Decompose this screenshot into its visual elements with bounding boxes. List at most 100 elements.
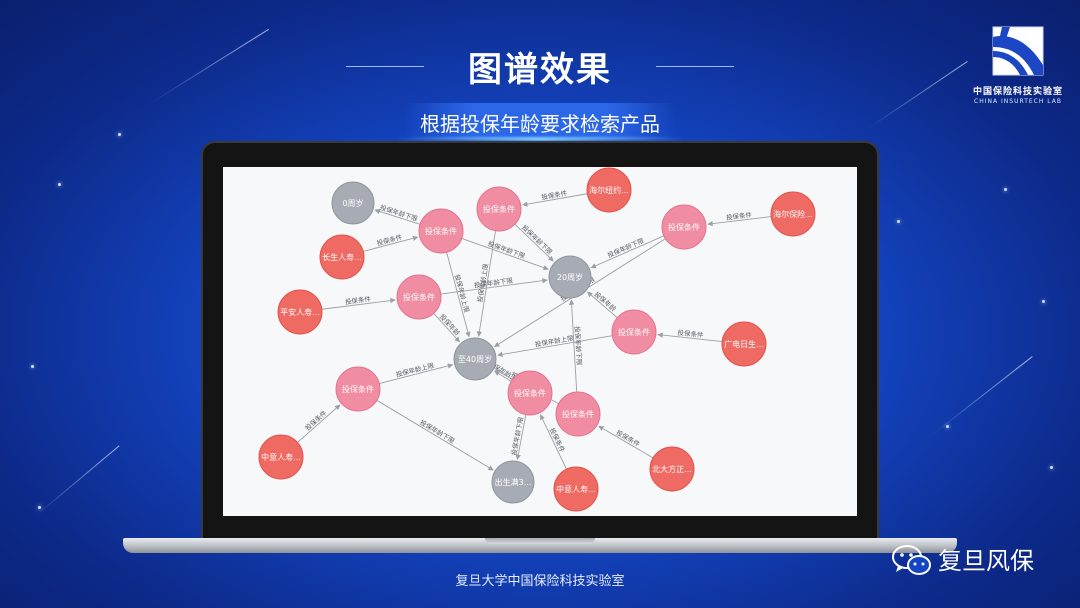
graph-edge[interactable] [363,235,419,252]
edge-label: 投保年龄上限 [453,273,472,313]
node-label: 广电日生... [724,339,764,349]
node-label: 海尔纽约... [589,185,629,195]
condition-node[interactable]: 投保条件 [555,391,601,437]
condition-node[interactable]: 投保条件 [476,186,522,232]
graph-edge[interactable] [461,237,549,271]
product-node[interactable]: 中意人寿... [553,466,599,512]
graph-edge[interactable] [590,235,665,269]
product-node[interactable]: 海尔纽约... [586,167,632,213]
graph-edge[interactable] [376,399,494,471]
node-circle[interactable] [418,208,464,254]
age-node[interactable]: 至40周岁 [453,337,497,381]
node-circle[interactable] [453,337,497,381]
node-circle[interactable] [553,466,599,512]
node-circle[interactable] [396,274,442,320]
lab-logo-icon [992,26,1044,76]
edge-label: 投保年龄 [593,290,619,314]
laptop-base [123,538,957,553]
edge-label: 投保年龄 [438,312,462,338]
star [1050,466,1053,469]
graph-edge[interactable] [598,425,654,459]
knowledge-graph[interactable]: 投保条件投保年龄下限投保年龄上限投保条件投保年龄下限投保年龄上限投保条件投保年龄… [223,167,857,516]
graph-edge[interactable] [568,299,578,393]
node-circle[interactable] [507,370,553,416]
edge-label: 投保年龄下限 [509,416,525,456]
wechat-icon [892,545,931,575]
edge-label: 投保条件 [541,188,569,201]
condition-node[interactable]: 投保条件 [661,204,707,250]
title-decor-left [346,66,424,67]
node-label: 中意人寿... [261,452,301,462]
edge-label: 投保年龄下限 [379,203,419,224]
node-circle[interactable] [476,186,522,232]
edge-label: 投保条件 [726,210,753,222]
node-circle[interactable] [649,446,695,492]
node-circle[interactable] [258,434,304,480]
graph-edge[interactable] [379,363,454,384]
age-node[interactable]: 出生满3... [491,460,535,504]
node-circle[interactable] [335,366,381,412]
graph-edge[interactable] [539,414,567,470]
node-label: 投保条件 [668,222,700,232]
graph-edge[interactable] [515,414,527,460]
product-node[interactable]: 中意人寿... [258,434,304,480]
graph-edge[interactable] [514,223,554,262]
age-node[interactable]: 20周岁 [548,255,592,299]
product-node[interactable]: 平安人寿... [277,289,323,335]
node-circle[interactable] [770,191,816,237]
graph-screen: 投保条件投保年龄下限投保年龄上限投保条件投保年龄下限投保年龄上限投保条件投保年龄… [223,167,857,516]
star [31,365,34,368]
page-subtitle: 根据投保年龄要求检索产品 [420,112,660,136]
condition-node[interactable]: 投保条件 [335,366,381,412]
graph-edge[interactable] [497,335,613,357]
graph-edge[interactable] [433,313,460,343]
node-circle[interactable] [319,234,365,280]
graph-edge[interactable] [446,252,471,338]
edge-label: 投保年龄下限 [418,417,456,445]
product-node[interactable]: 长生人寿... [319,234,365,280]
product-node[interactable]: 北大方正... [649,446,695,492]
edge-label: 投保条件 [376,232,404,247]
edge-label: 投保条件 [344,294,371,306]
node-circle[interactable] [331,181,375,225]
lab-name-cn: 中国保险科技实验室 [972,87,1063,97]
graph-edge[interactable] [657,332,723,343]
condition-node[interactable]: 投保条件 [507,370,553,416]
star [1004,188,1007,191]
edge-label: 投保条件 [677,328,704,340]
product-node[interactable]: 广电日生... [721,321,767,367]
star [118,133,121,136]
node-circle[interactable] [491,460,535,504]
condition-node[interactable]: 投保条件 [611,309,657,355]
shooting-star [929,356,1033,437]
graph-edge[interactable] [440,277,548,295]
wechat-account-name: 复旦风保 [938,547,1034,575]
graph-edge[interactable] [587,291,618,319]
node-label: 投保条件 [342,384,374,394]
page-title: 图谱效果 [468,50,612,90]
graph-edge[interactable] [321,297,396,310]
star [897,220,900,223]
node-circle[interactable] [586,167,632,213]
node-circle[interactable] [548,255,592,299]
node-label: 长生人寿... [322,252,362,262]
age-node[interactable]: 0周岁 [331,181,375,225]
node-circle[interactable] [661,204,707,250]
subtitle-band [405,103,675,139]
graph-edge[interactable] [297,404,341,443]
node-label: 0周岁 [342,198,363,208]
node-label: 投保条件 [618,327,650,337]
graph-edge[interactable] [476,230,496,337]
graph-edge[interactable] [707,216,772,227]
node-circle[interactable] [277,289,323,335]
graph-edge[interactable] [522,193,588,207]
condition-node[interactable]: 投保条件 [418,208,464,254]
product-node[interactable]: 海尔保险... [770,191,816,237]
star [38,506,41,509]
graph-edge[interactable] [374,208,421,225]
node-label: 20周岁 [557,272,583,282]
node-circle[interactable] [611,309,657,355]
condition-node[interactable]: 投保条件 [396,274,442,320]
node-circle[interactable] [721,321,767,367]
node-circle[interactable] [555,391,601,437]
